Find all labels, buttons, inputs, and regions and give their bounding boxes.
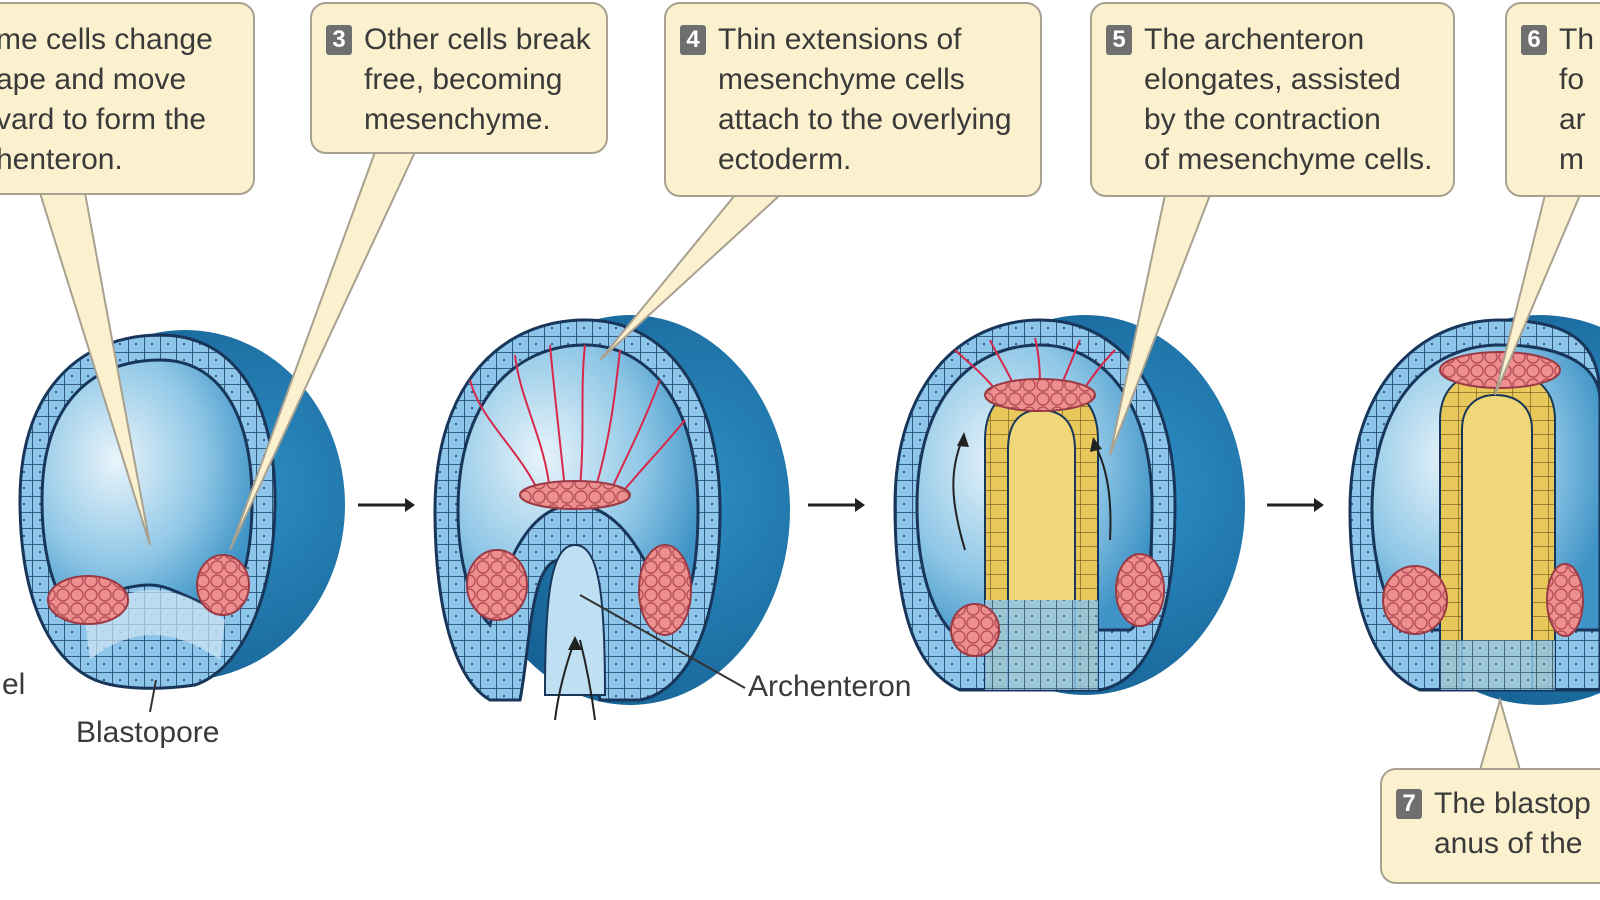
mesenchyme-cluster: [47, 554, 250, 625]
step-number-badge: 6: [1521, 25, 1547, 55]
callout-step-4: 4 Thin extensions of mesenchyme cells at…: [664, 2, 1042, 197]
stage-arrow-3: [1267, 498, 1324, 512]
callout-step-5: 5 The archenteron elongates, assisted by…: [1090, 2, 1455, 197]
stage-arrow-2: [808, 498, 865, 512]
callout-pointers: [39, 151, 1581, 771]
callout-step-2: me cells change ape and move vard to for…: [0, 2, 255, 195]
label-blastopore: Blastopore: [76, 716, 220, 749]
callout-step-2-text: me cells change ape and move vard to for…: [0, 23, 213, 176]
label-archenteron: Archenteron: [748, 670, 912, 703]
callout-step-5-text: The archenteron elongates, assisted by t…: [1144, 23, 1433, 176]
step-number-badge: 5: [1106, 25, 1132, 55]
filopodia: [469, 344, 686, 496]
step-number-badge: 7: [1396, 789, 1422, 819]
embryo-stage-4: [1348, 315, 1600, 705]
callout-step-4-text: Thin extensions of mesenchyme cells atta…: [718, 23, 1012, 176]
blastopore-leader: [149, 679, 157, 713]
embryo-stage-2: [433, 315, 790, 721]
callout-step-3-text: Other cells break free, becoming mesench…: [364, 23, 591, 136]
callout-step-3: 3 Other cells break free, becoming mesen…: [310, 2, 608, 154]
label-blastocoel-fragment: el: [2, 668, 26, 701]
embryo-stage-3: [893, 315, 1245, 695]
stage-arrow-1: [358, 498, 415, 512]
callout-step-6-text: Th fo ar m: [1559, 23, 1595, 176]
step-number-badge: 3: [326, 25, 352, 55]
step-number-badge: 4: [680, 25, 706, 55]
archenteron-leader: [579, 594, 746, 689]
callout-step-7: 7 The blastop anus of the: [1380, 768, 1600, 884]
embryo-stage-1: [18, 330, 345, 690]
callout-step-7-text: The blastop anus of the: [1434, 787, 1591, 860]
callout-step-6: 6 Th fo ar m: [1505, 2, 1600, 197]
